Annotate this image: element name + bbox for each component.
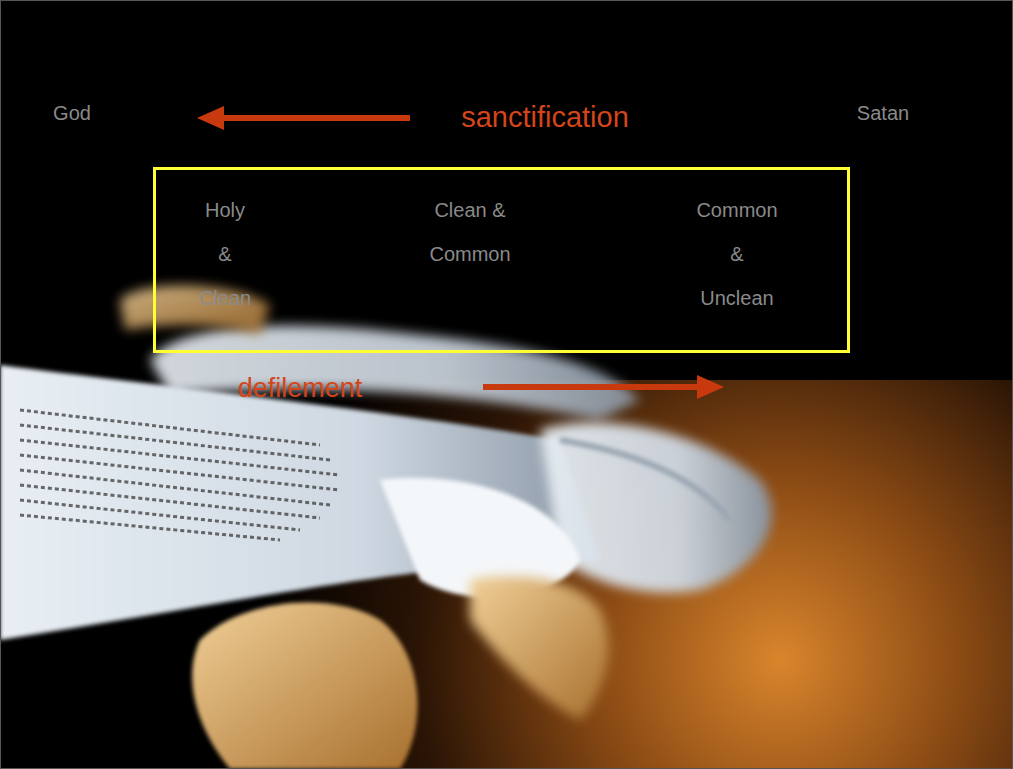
- endpoint-label: God: [53, 102, 91, 125]
- defilement-arrow: [483, 375, 724, 399]
- category-text: Holy & Clean: [199, 188, 251, 320]
- category-text: Common & Unclean: [696, 188, 777, 320]
- endpoint-label: Satan: [857, 102, 909, 125]
- category-text: Clean & Common: [429, 188, 510, 276]
- process-label: sanctification: [461, 101, 629, 134]
- category-box: Holy & Clean Clean & Common Common & Uncle…: [153, 167, 850, 353]
- process-label: defilement: [238, 373, 363, 404]
- sanctification-arrow: [197, 106, 410, 130]
